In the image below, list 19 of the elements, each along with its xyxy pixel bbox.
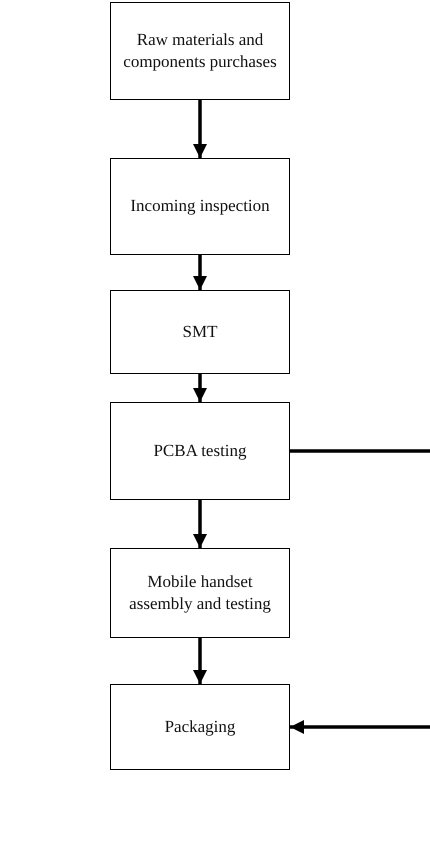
arrow [193,100,207,158]
process-label: Raw materials and components purchases [122,28,278,73]
arrow [193,374,207,402]
process-label: PCBA testing [152,440,248,462]
process-box [110,158,290,255]
connector-line [290,449,430,453]
process-label: SMT [182,320,218,343]
arrow [290,720,430,734]
process-box [110,2,290,100]
process-label: Mobile handset assembly and testing [128,570,272,615]
process-box [110,290,290,374]
process-box [110,402,290,500]
process-label: Incoming inspection [129,195,271,218]
arrow [193,255,207,290]
arrow [193,638,207,684]
process-label: Packaging [164,716,236,738]
arrow [193,500,207,548]
process-box [110,548,290,638]
process-box [110,684,290,770]
